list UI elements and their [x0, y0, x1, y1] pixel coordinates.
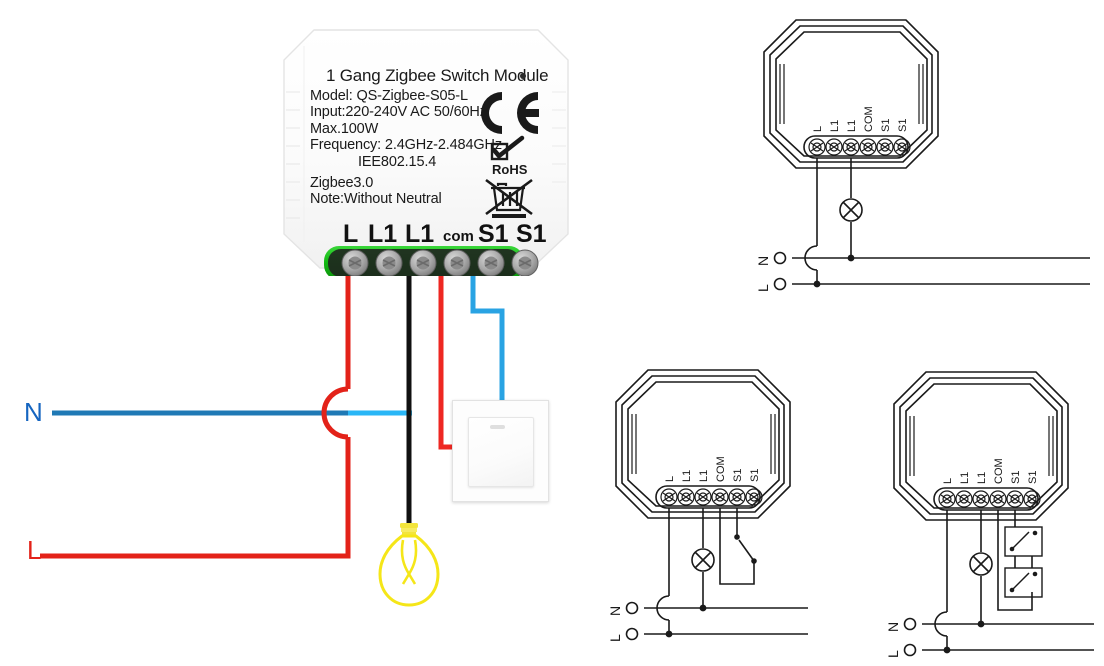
wire-crossover-hop: [321, 386, 349, 440]
rohs-icon: RoHS: [490, 135, 528, 177]
terminal-label-4: com: [443, 228, 474, 245]
lamp-cross-circle-icon: [691, 548, 715, 572]
diag-bm-terminal-5: S1: [732, 469, 744, 482]
diag-br-terminal-1: L: [942, 478, 954, 484]
terminal-label-3: L1: [405, 220, 435, 248]
single-pole-switch[interactable]: [734, 534, 757, 564]
diag-tr-terminal-2: L1: [829, 120, 841, 132]
diag-bm-terminal-2: L1: [681, 470, 693, 482]
svg-text:RoHS: RoHS: [492, 162, 528, 177]
spec-standard: IEE802.15.4: [358, 153, 437, 170]
terminal-label-row: L L1 L1 com S1 S1: [304, 218, 554, 254]
wall-rocker-switch-icon[interactable]: [452, 400, 549, 502]
light-bulb-icon: [378, 523, 440, 607]
diag-br-terminal-2: L1: [959, 472, 971, 484]
switch-s1-wire: [470, 268, 505, 404]
spec-frequency: Frequency: 2.4GHz-2.484GHz: [310, 137, 502, 154]
terminal-label-5: S1: [478, 220, 509, 248]
spec-max-power: Max.100W: [310, 120, 379, 137]
zigbee-switch-module: 1 Gang Zigbee Switch Module Model: QS-Zi…: [282, 28, 570, 276]
spec-model: Model: QS-Zigbee-S05-L: [310, 88, 468, 104]
switch-indicator: [490, 425, 505, 429]
lamp-cross-circle-icon: [839, 198, 863, 222]
diag-tr-bus-n: N: [756, 256, 771, 266]
diag-bm-bus-l: L: [608, 634, 623, 642]
diag-bm-bus-n: N: [608, 606, 623, 616]
certification-marks: RoHS: [481, 92, 539, 218]
diag-br-terminal-5: S1: [1010, 471, 1022, 484]
terminal-label-6: S1: [516, 220, 547, 248]
diag-tr-terminal-5: S1: [880, 119, 892, 132]
live-wire-main: [40, 268, 351, 559]
momentary-switch-box[interactable]: [1004, 567, 1043, 598]
diag-br-terminal-4: COM: [993, 458, 1005, 484]
spec-zigbee: Zigbee3.0: [310, 175, 374, 192]
diag-tr-terminal-6: S1: [897, 119, 909, 132]
diag-bm-terminal-6: S1: [749, 469, 761, 482]
diag-br-terminal-6: S1: [1027, 471, 1039, 484]
spec-input: Input:220-240V AC 50/60Hz: [310, 104, 487, 121]
diag-bm-terminal-4: COM: [715, 456, 727, 482]
terminal-screws: [341, 249, 539, 276]
led-indicator-dot: [520, 73, 526, 79]
weee-crossed-bin-icon: [485, 178, 533, 218]
schematic-diagram-bottom-middle: L L1 L1 COM S1 S1 N L: [608, 369, 808, 642]
diag-tr-terminal-3: L1: [846, 120, 858, 132]
diag-tr-bus-l: L: [756, 284, 771, 292]
diag-tr-terminal-1: L: [812, 126, 824, 132]
lamp-cross-circle-icon: [969, 552, 993, 576]
ce-mark-icon: [481, 92, 539, 134]
terminal-label-2: L1: [368, 220, 398, 248]
neutral-bus-label: N: [24, 397, 43, 427]
diag-br-bus-l: L: [886, 650, 901, 658]
diag-br-bus-n: N: [886, 622, 901, 632]
terminal-label-1: L: [343, 220, 359, 248]
diag-bm-terminal-1: L: [664, 476, 676, 482]
product-title: 1 Gang Zigbee Switch Module: [326, 66, 549, 85]
schematic-diagram-bottom-right: L L1 L1 COM S1 S1 N L: [886, 371, 1094, 658]
diag-tr-terminal-4: COM: [863, 106, 875, 132]
diag-br-terminal-3: L1: [976, 472, 988, 484]
momentary-switch-box[interactable]: [1004, 526, 1043, 557]
live-bus-label: L: [27, 535, 42, 565]
spec-note: Note:Without Neutral: [310, 191, 442, 208]
schematic-diagram-top-right: L L1 L1 COM S1 S1 N L: [756, 19, 1090, 292]
diag-bm-terminal-3: L1: [698, 470, 710, 482]
product-spec-block: Model: QS-Zigbee-S05-L Input:220-240V AC…: [310, 88, 510, 208]
